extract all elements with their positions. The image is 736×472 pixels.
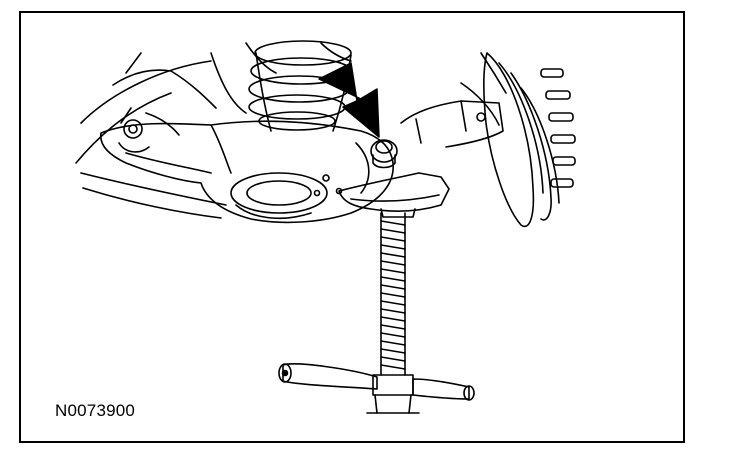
chassis-background — [75, 42, 507, 219]
jack-handle — [278, 363, 475, 401]
jack-saddle — [338, 172, 450, 218]
spring-seat — [230, 172, 328, 220]
brake-rotor — [483, 52, 560, 228]
screw-jack — [366, 212, 420, 414]
suspension-arm — [100, 120, 394, 224]
bolt — [370, 139, 398, 169]
callout-arrow — [318, 62, 380, 138]
suspension-illustration — [75, 40, 576, 414]
left-bushing — [118, 119, 150, 153]
wheel-studs — [540, 68, 576, 188]
illustration-frame: N0073900 — [19, 11, 685, 443]
figure-id-label: N0073900 — [55, 401, 136, 420]
